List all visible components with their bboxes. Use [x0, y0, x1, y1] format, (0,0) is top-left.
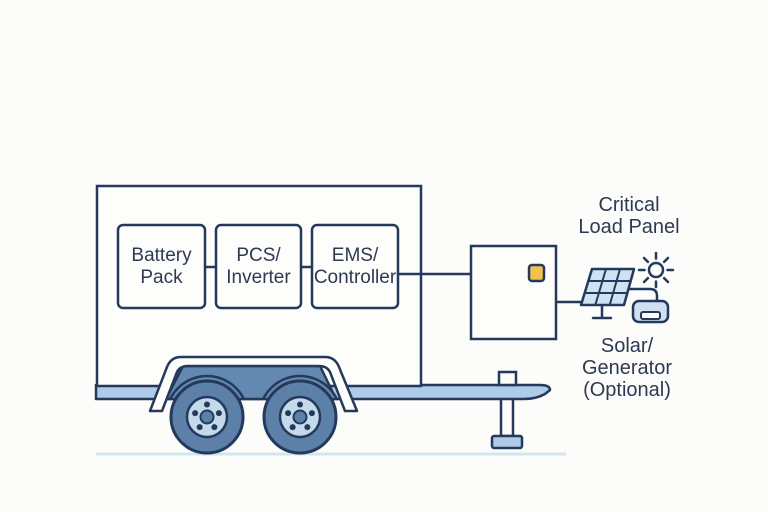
solar-generator-label-line1: Solar/	[600, 335, 654, 357]
wheel-right-icon	[262, 379, 338, 455]
critical-load-panel-label-line1: Critical	[598, 194, 660, 216]
indicator-light	[527, 263, 546, 283]
pcs-inverter-label: PCS/ Inverter	[216, 225, 301, 308]
battery-pack-box	[116, 223, 207, 310]
generator-icon	[629, 287, 670, 324]
jack-stand-foot	[490, 434, 524, 450]
solar-panel-icon	[579, 267, 636, 320]
battery-pack-label-line2: Pack	[140, 266, 183, 288]
pcs-inverter-label-line2: Inverter	[226, 266, 291, 288]
critical-load-panel-label: Critical Load Panel	[556, 194, 702, 238]
pcs-inverter-box	[214, 223, 303, 310]
fender-icon	[148, 355, 359, 413]
critical-load-panel-label-line2: Load Panel	[578, 216, 680, 238]
ems-controller-label-line2: Controller	[313, 266, 397, 288]
battery-pack-label: Battery Pack	[118, 225, 205, 308]
solar-generator-label: Solar/ Generator (Optional)	[554, 335, 700, 401]
pcs-inverter-label-line1: PCS/	[236, 244, 281, 266]
solar-generator-label-line2: Generator	[581, 357, 673, 379]
sun-icon	[637, 251, 675, 289]
ems-controller-label-line1: EMS/	[331, 244, 379, 266]
ems-controller-label: EMS/ Controller	[312, 225, 398, 308]
wheel-left-icon	[169, 379, 245, 455]
jack-stand-cap	[497, 370, 518, 387]
load-panel-box	[469, 244, 558, 341]
ems-controller-box	[310, 223, 400, 310]
solar-generator-label-line3: (Optional)	[583, 379, 671, 401]
battery-pack-label-line1: Battery	[131, 244, 192, 266]
